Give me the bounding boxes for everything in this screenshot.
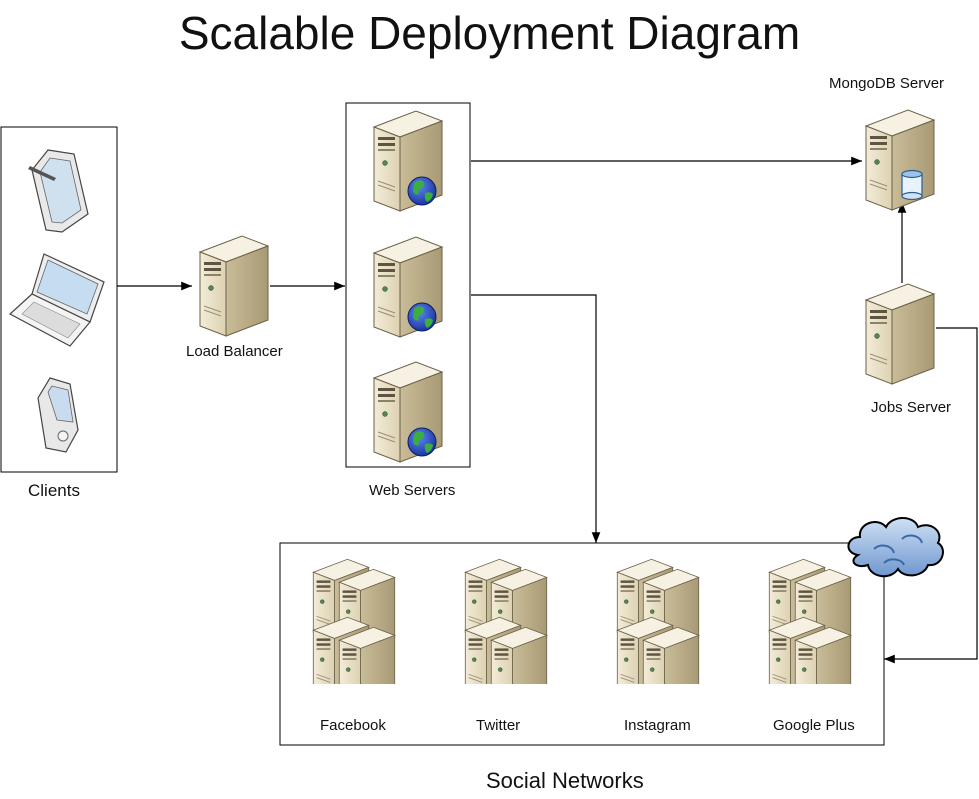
- web-server-3-icon: [374, 362, 442, 462]
- clients-label: Clients: [28, 481, 80, 500]
- connector-jobs-to-social-networks: [884, 327, 978, 664]
- social-networks-label: Social Networks: [486, 768, 644, 793]
- google-plus-label: Google Plus: [773, 717, 855, 734]
- connectors: [117, 156, 978, 664]
- jobs-server-label: Jobs Server: [871, 399, 952, 416]
- load-balancer-server-icon: [199, 235, 269, 337]
- clients-box: [0, 126, 118, 473]
- facebook-label: Facebook: [320, 717, 386, 734]
- clients-group: [0, 126, 118, 473]
- web-server-1-icon: [374, 111, 442, 211]
- jobs-server-icon: [865, 283, 935, 385]
- instagram-cluster-icon: [617, 559, 698, 708]
- load-balancer-label: Load Balancer: [186, 343, 283, 360]
- diagram-title: Scalable Deployment Diagram: [178, 7, 801, 59]
- mongodb-server-icon: [866, 110, 934, 210]
- twitter-label: Twitter: [476, 717, 521, 734]
- tablet-icon: [28, 149, 89, 233]
- social-networks-group: [279, 542, 885, 746]
- web-server-2-icon: [374, 237, 442, 337]
- web-servers-box: [345, 102, 471, 468]
- laptop-icon: [8, 253, 105, 347]
- web-servers-group: [345, 102, 471, 468]
- social-networks-box: [279, 542, 885, 746]
- web-servers-label: Web Servers: [369, 482, 456, 499]
- twitter-cluster-icon: [465, 559, 546, 708]
- connector-web-servers-to-social-networks: [471, 294, 601, 543]
- cloud-icon: [847, 517, 944, 578]
- pda-icon: [37, 377, 79, 453]
- facebook-cluster-icon: [313, 559, 394, 708]
- google-plus-cluster-icon: [769, 559, 850, 708]
- mongodb-server-label: MongoDB Server: [829, 75, 945, 92]
- instagram-label: Instagram: [624, 717, 691, 734]
